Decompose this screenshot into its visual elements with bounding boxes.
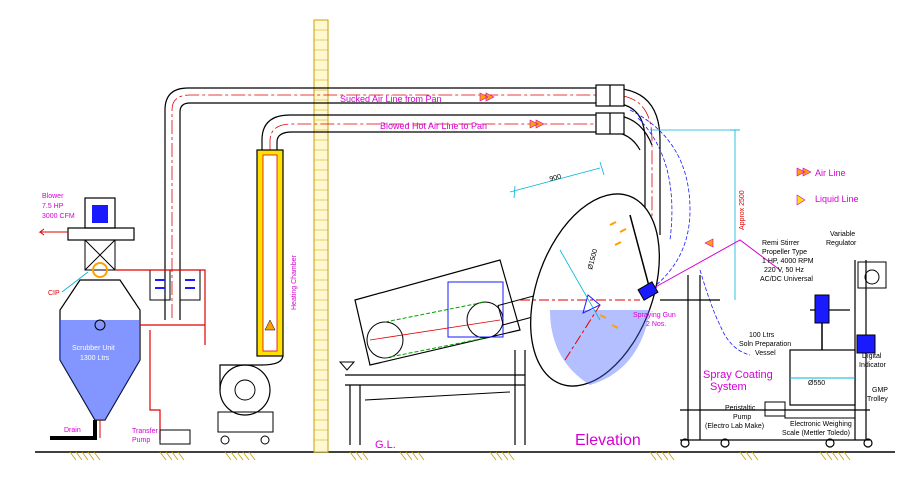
solution-vessel-label-2: Soln Preparation — [739, 341, 791, 348]
spraying-gun-label-1: Spraying Gun — [633, 312, 676, 319]
exhaust-arrow-icon — [38, 228, 68, 236]
variable-regulator — [857, 261, 887, 289]
ground-line — [35, 451, 895, 461]
filter-box — [149, 269, 201, 301]
spray-system-label-1: Spray Coating — [703, 369, 773, 381]
air-flow-arrow-icon — [529, 119, 545, 129]
stirrer-motor — [814, 294, 830, 324]
heating-chamber-label: Heating Chamber — [291, 254, 298, 310]
coating-pan — [520, 193, 660, 387]
variable-regulator-label-1: Variable — [830, 231, 855, 238]
approx-2500-label: Approx 2500 — [739, 190, 746, 230]
remi-stirrer-label-1: Remi Stirrer — [762, 240, 800, 247]
ground-level-label: G.L. — [375, 439, 396, 451]
elevation-title: Elevation — [575, 432, 641, 449]
air-line-legend-icon — [796, 167, 812, 177]
weighing-label-2: Scale (Mettler Toledo) — [782, 430, 850, 437]
spraying-gun-label-2: 2 Nos. — [646, 321, 666, 328]
dim-900-label: 900 — [549, 173, 562, 183]
heater-blower-fan — [217, 354, 284, 445]
remi-stirrer-label-2: Propeller Type — [762, 249, 807, 256]
air-flow-arrow-icon — [479, 92, 495, 102]
weighing-scale — [784, 409, 856, 419]
weighing-label-1: Electronic Weighing — [790, 421, 852, 428]
scrubber-label-1: Scrubber Unit — [72, 345, 115, 352]
spray-system-label-2: System — [710, 381, 747, 393]
remi-stirrer-label-3: 1 HP, 4000 RPM — [762, 258, 814, 265]
scrubber-piping — [115, 269, 206, 440]
liquid-feed-line — [649, 239, 781, 291]
blower-label-3: 3000 CFM — [42, 213, 75, 220]
dimension-lines — [509, 129, 740, 321]
sucked-air-duct — [164, 84, 661, 320]
spraying-gun — [599, 214, 659, 329]
air-inlet-arrow-icon — [704, 238, 714, 248]
solution-vessel-label-3: Vessel — [755, 350, 776, 357]
liquid-line-legend-label: Liquid Line — [815, 194, 859, 204]
dim-550-label: Ø550 — [808, 380, 825, 387]
liquid-line-legend-icon — [796, 194, 806, 206]
regulator-dial-icon — [864, 269, 880, 285]
solution-vessel-label-1: 100 Ltrs — [749, 332, 775, 339]
transfer-pump — [159, 429, 191, 445]
blowed-air-duct — [261, 112, 653, 151]
brick-wall — [313, 19, 329, 453]
digital-indicator-label-1: Digital — [862, 353, 882, 360]
scrubber-unit: Scrubber Unit 1300 Ltrs — [50, 197, 141, 440]
air-line-legend-label: Air Line — [815, 168, 846, 178]
liquid-lines — [629, 109, 751, 356]
gmp-trolley-label-1: GMP — [872, 387, 888, 394]
variable-regulator-label-2: Regulator — [826, 240, 857, 247]
transfer-pump-label-1: Transfer — [132, 428, 158, 435]
peristaltic-label-1: Peristaltic — [725, 405, 756, 412]
digital-indicator-label-2: Indicator — [859, 362, 887, 369]
peristaltic-pump — [764, 401, 786, 417]
remi-stirrer-label-4: 220 V, 50 Hz — [764, 267, 804, 274]
peristaltic-label-3: (Electro Lab Make) — [705, 423, 764, 430]
blowed-air-line-label: Blowed Hot Air Line to Pan — [380, 121, 487, 131]
transfer-pump-label-2: Pump — [132, 437, 150, 444]
digital-indicator — [856, 334, 876, 354]
scrubber-label-2: 1300 Ltrs — [80, 355, 110, 362]
gmp-trolley-label-2: Trolley — [867, 396, 888, 403]
blower-label-2: 7.5 HP — [42, 203, 64, 210]
remi-stirrer-label-5: AC/DC Universal — [760, 276, 813, 283]
coating-pan-base — [338, 259, 543, 445]
peristaltic-label-2: Pump — [733, 414, 751, 421]
heating-chamber: Heating Chamber — [256, 149, 298, 357]
cip-label: CIP — [48, 290, 60, 297]
sucked-air-line-label: Sucked Air Line from Pan — [340, 94, 442, 104]
blower-label-1: Blower — [42, 193, 64, 200]
drain-label: Drain — [64, 427, 81, 434]
